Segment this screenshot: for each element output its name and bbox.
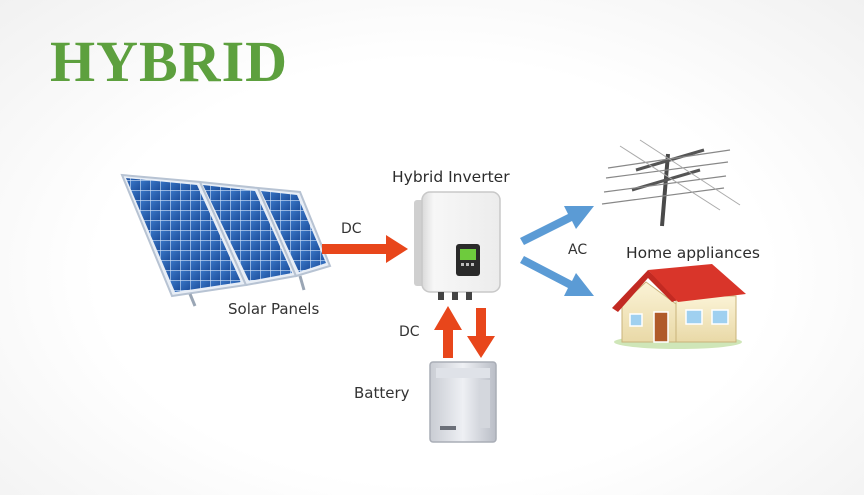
battery-image [429, 361, 497, 443]
solar-panels-image [120, 173, 332, 307]
inverter-label: Hybrid Inverter [392, 168, 510, 186]
dc-label-battery: DC [399, 324, 420, 340]
ac-label: AC [568, 242, 588, 258]
solar-panels-label: Solar Panels [228, 300, 320, 318]
house-image [612, 264, 746, 349]
page-title: HYBRID [50, 29, 289, 94]
dc-arrow-battery-to-inverter [434, 306, 462, 358]
utility-pole-image [601, 139, 741, 227]
dc-arrow-inverter-to-battery [467, 308, 495, 358]
ac-arrow-to-home [520, 256, 594, 296]
ac-arrow-to-grid [520, 206, 594, 245]
battery-label: Battery [354, 384, 410, 402]
dc-arrow-solar-to-inverter [322, 235, 408, 263]
hybrid-inverter-image [414, 191, 501, 300]
dc-label-solar: DC [341, 221, 362, 237]
home-appliances-label: Home appliances [626, 244, 760, 262]
